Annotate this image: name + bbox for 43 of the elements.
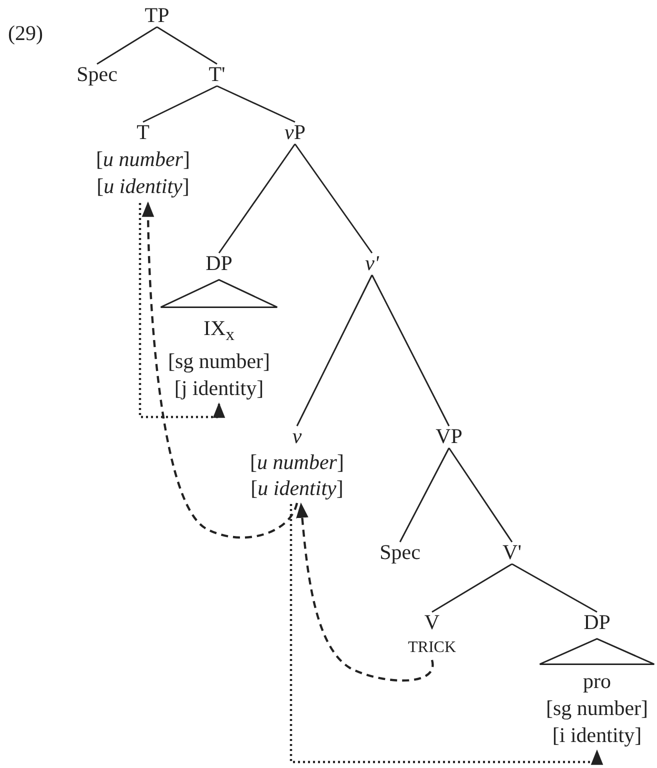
category-label: DP <box>584 609 610 636</box>
category-label: v' <box>365 250 379 277</box>
feature-label: pro <box>583 668 611 695</box>
feature-label: [i identity] <box>552 722 642 749</box>
category-label: Spec <box>76 61 118 88</box>
dotted-arrow <box>290 504 604 765</box>
triangle-symbol <box>160 279 278 308</box>
category-label: VP <box>436 423 462 450</box>
tree-branch <box>448 448 513 542</box>
category-label: T <box>136 119 150 146</box>
category-label: DP <box>206 250 232 277</box>
feature-label: [sg number] <box>546 695 648 722</box>
triangle-symbol <box>539 638 655 665</box>
tree-branch <box>216 85 296 123</box>
tree-branch <box>294 144 373 254</box>
feature-label: [u identity] <box>96 173 190 200</box>
feature-label: TRICK <box>408 638 456 658</box>
category-label: TP <box>144 2 170 29</box>
feature-label: [u number] <box>96 146 190 173</box>
category-label: V' <box>502 539 522 566</box>
feature-label: [u number] <box>250 449 344 475</box>
category-label: V <box>424 609 440 636</box>
feature-label: [u identity] <box>250 475 344 501</box>
example-number: (29) <box>8 20 43 47</box>
category-label: v <box>292 423 302 449</box>
dotted-arrow <box>138 203 226 418</box>
tree-branch <box>218 144 296 254</box>
feature-label: [sg number] <box>168 348 270 376</box>
category-label: Spec <box>380 539 420 566</box>
category-label: T' <box>208 61 226 88</box>
dashed-arrow <box>296 502 434 682</box>
tree-branch <box>96 26 158 65</box>
tree-branch <box>156 26 218 65</box>
tree-branch <box>296 274 373 426</box>
tree-branch <box>432 563 512 613</box>
tree-branch <box>512 563 598 613</box>
category-label: vP <box>284 119 306 146</box>
tree-branch <box>142 85 218 123</box>
feature-label: [j identity] <box>174 375 264 402</box>
feature-label: IX$_{x}$ <box>204 315 234 346</box>
dashed-arrow <box>142 201 298 539</box>
tree-branch <box>371 274 450 426</box>
tree-branch <box>399 448 450 542</box>
